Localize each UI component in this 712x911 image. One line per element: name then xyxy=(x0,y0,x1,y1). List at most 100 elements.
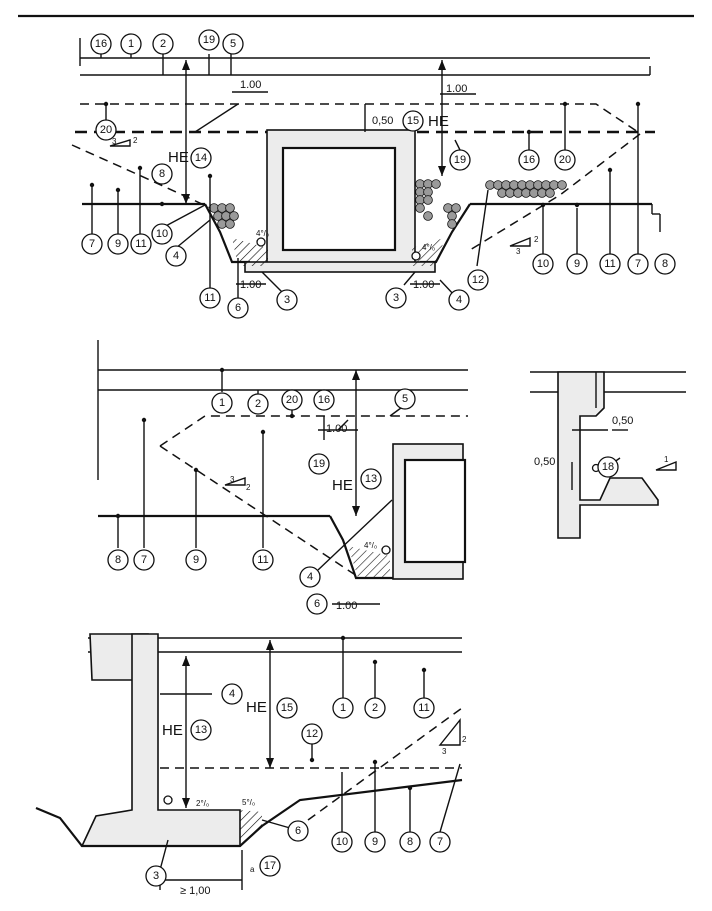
callout-6-mid xyxy=(306,593,328,615)
callout-4-left xyxy=(165,245,187,267)
callout-14 xyxy=(190,147,212,169)
svg-text:3: 3 xyxy=(393,292,399,304)
svg-text:4°/₀: 4°/₀ xyxy=(256,229,269,238)
he-5: HE xyxy=(246,699,267,716)
svg-text:7: 7 xyxy=(635,258,641,270)
svg-text:20: 20 xyxy=(100,124,112,136)
svg-text:1: 1 xyxy=(340,702,346,714)
svg-text:2: 2 xyxy=(534,235,539,244)
svg-text:18: 18 xyxy=(602,461,614,473)
svg-text:19: 19 xyxy=(203,34,215,46)
figure-top-culvert xyxy=(71,38,661,300)
callout-16-top xyxy=(90,33,112,55)
svg-text:4°/₀: 4°/₀ xyxy=(422,243,435,252)
svg-text:11: 11 xyxy=(204,292,215,304)
callout-12-bottom xyxy=(301,723,323,745)
svg-text:9: 9 xyxy=(574,258,580,270)
svg-text:4°/₀: 4°/₀ xyxy=(364,541,377,550)
svg-text:16: 16 xyxy=(95,38,107,50)
gravel-right xyxy=(415,179,567,229)
svg-text:4: 4 xyxy=(229,688,235,700)
callout-6-top xyxy=(227,297,249,319)
callout-6-bottom xyxy=(287,820,309,842)
he-3: HE xyxy=(332,477,353,494)
callout-4-bottom xyxy=(221,683,243,705)
svg-text:10: 10 xyxy=(336,836,348,848)
callout-2-top xyxy=(152,33,174,55)
dim-1-00-c: 1.00 xyxy=(240,279,261,291)
svg-text:15: 15 xyxy=(407,115,419,127)
svg-text:1: 1 xyxy=(219,397,225,409)
callout-7-right xyxy=(627,253,649,275)
svg-text:6: 6 xyxy=(314,598,320,610)
callout-1-mid xyxy=(211,392,233,414)
svg-text:2: 2 xyxy=(133,136,138,145)
callout-2-bottom xyxy=(364,697,386,719)
callout-3-left xyxy=(276,289,298,311)
callout-15-top xyxy=(402,110,424,132)
dim-1-00-b: 1.00 xyxy=(446,83,467,95)
svg-text:9: 9 xyxy=(115,238,121,250)
callout-20-right xyxy=(554,149,576,171)
callout-13-mid xyxy=(360,468,382,490)
svg-text:3: 3 xyxy=(112,137,117,146)
culvert-base xyxy=(244,261,436,273)
callout-1-top xyxy=(120,33,142,55)
callout-15-bottom xyxy=(276,697,298,719)
svg-text:11: 11 xyxy=(418,702,429,714)
svg-text:2: 2 xyxy=(160,38,166,50)
svg-text:11: 11 xyxy=(604,258,615,270)
svg-text:9: 9 xyxy=(372,836,378,848)
svg-text:13: 13 xyxy=(365,473,377,485)
svg-text:10: 10 xyxy=(537,258,549,270)
svg-text:3: 3 xyxy=(516,247,521,256)
slope-and-fall-labels: 3 2 2 3 3 2 2 3 4°/₀ 4°/₀ 4°/₀ 2°/₀ 5°/₀… xyxy=(112,136,669,874)
svg-text:5: 5 xyxy=(402,393,408,405)
callout-11-mid2 xyxy=(252,549,274,571)
callout-11-mid xyxy=(199,287,221,309)
svg-text:2: 2 xyxy=(255,398,261,410)
callout-20-mid xyxy=(281,389,303,411)
he-2: HE xyxy=(428,113,449,130)
svg-text:14: 14 xyxy=(195,152,207,164)
svg-text:7: 7 xyxy=(141,554,147,566)
svg-text:a: a xyxy=(250,865,255,874)
svg-text:16: 16 xyxy=(523,154,535,166)
svg-text:17: 17 xyxy=(264,860,276,872)
callout-17 xyxy=(259,855,281,877)
dim-0-50-c: 0,50 xyxy=(534,456,555,468)
svg-text:4: 4 xyxy=(456,294,462,306)
svg-text:3: 3 xyxy=(230,475,235,484)
svg-text:8: 8 xyxy=(115,554,121,566)
callout-5-top xyxy=(222,33,244,55)
callout-11-right xyxy=(599,253,621,275)
he-1: HE xyxy=(168,149,189,166)
callout-4-mid xyxy=(299,566,321,588)
dimension-labels: 1.00 1.00 1.00 1.00 1.00 1.00 ≥ 1,00 0,5… xyxy=(180,79,633,897)
svg-text:2°/₀: 2°/₀ xyxy=(196,799,209,808)
svg-text:8: 8 xyxy=(159,168,165,180)
figure-detail-bracket xyxy=(530,371,686,539)
he-symbols: HE HE HE HE HE xyxy=(162,113,449,739)
callout-8-top xyxy=(151,163,173,185)
dim-1-00-e: 1.00 xyxy=(326,423,347,435)
callout-8-mid xyxy=(107,549,129,571)
dim-1-00-f: 1.00 xyxy=(336,600,357,612)
gravel-left xyxy=(209,203,239,229)
svg-text:19: 19 xyxy=(454,154,466,166)
callout-13-bottom xyxy=(190,719,212,741)
callout-9-mid xyxy=(185,549,207,571)
callout-2-mid xyxy=(247,393,269,415)
he-4: HE xyxy=(162,722,183,739)
svg-text:8: 8 xyxy=(662,258,668,270)
callout-5-mid xyxy=(394,388,416,410)
svg-text:20: 20 xyxy=(559,154,571,166)
svg-text:5: 5 xyxy=(230,38,236,50)
svg-text:3: 3 xyxy=(153,870,159,882)
svg-text:7: 7 xyxy=(437,836,443,848)
callout-20-top xyxy=(95,119,117,141)
dim-1-00-a: 1.00 xyxy=(240,79,261,91)
callout-9-bottom xyxy=(364,831,386,853)
figure-bottom-retaining-wall xyxy=(35,633,463,890)
